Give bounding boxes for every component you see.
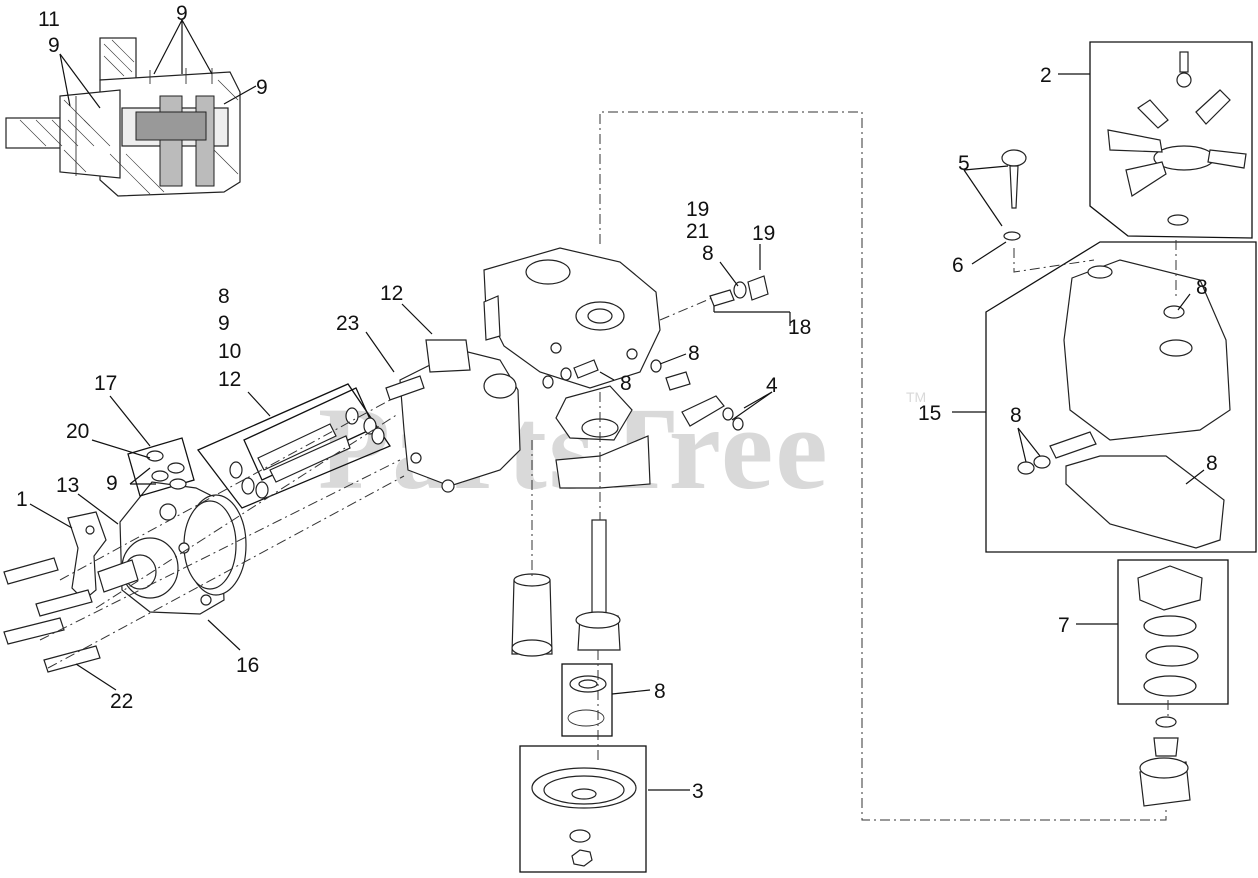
callout-20: 20 — [66, 420, 89, 443]
cross-section-view — [5, 37, 241, 197]
callout-8-upper: 8 — [702, 242, 714, 265]
callout-6: 6 — [952, 254, 964, 277]
callout-4: 4 — [766, 374, 778, 397]
callout-22: 22 — [110, 690, 133, 713]
vertical-shaft — [511, 519, 621, 657]
callout-9-cap: 9 — [256, 76, 268, 99]
leader-lines — [29, 73, 1205, 791]
fan-box — [1089, 41, 1253, 239]
bypass-valve-parts — [542, 275, 769, 431]
callout-19-right: 19 — [752, 222, 775, 245]
callout-23: 23 — [336, 312, 359, 335]
callout-3: 3 — [692, 780, 704, 803]
callout-8-stack: 8 — [218, 285, 230, 308]
callout-9-top-right: 9 — [176, 2, 188, 25]
cross-section-leaders — [59, 19, 257, 109]
callout-16: 16 — [236, 654, 259, 677]
thrust-bearing-box — [1117, 559, 1229, 705]
watermark-trademark: TM — [906, 389, 926, 405]
callout-13: 13 — [56, 474, 79, 497]
callout-labels: 11 9 9 9 8 9 10 12 17 20 9 1 13 16 22 23… — [16, 2, 1218, 803]
callout-7: 7 — [1058, 614, 1070, 637]
callout-8-bearing: 8 — [654, 680, 666, 703]
callout-1: 1 — [16, 488, 28, 511]
alignment-lines — [39, 111, 1177, 821]
motor-cylinder-block — [1139, 716, 1191, 807]
center-block — [385, 339, 521, 493]
main-housing — [483, 247, 661, 489]
pulley-box — [519, 745, 647, 873]
reservoir-box — [985, 241, 1257, 553]
o-ring-kit — [196, 383, 391, 509]
callout-8-seals: 8 — [1010, 404, 1022, 427]
callout-18: 18 — [788, 316, 811, 339]
callout-2: 2 — [1040, 64, 1052, 87]
callout-8-fanhub: 8 — [1196, 276, 1208, 299]
callout-5: 5 — [958, 152, 970, 175]
callout-21: 21 — [686, 220, 709, 243]
bearing-kit-box — [561, 663, 613, 737]
callout-15: 15 — [918, 402, 941, 425]
callout-8-gasket: 8 — [1206, 452, 1218, 475]
callout-9-left: 9 — [106, 472, 118, 495]
callout-11: 11 — [38, 8, 60, 31]
callout-9-top-left: 9 — [48, 34, 60, 57]
callout-12-stack: 12 — [218, 368, 241, 391]
callout-8-cover: 8 — [620, 372, 632, 395]
dipstick — [1001, 149, 1027, 241]
callout-12-top: 12 — [380, 282, 403, 305]
callout-17: 17 — [94, 372, 117, 395]
callout-10-stack: 10 — [218, 340, 241, 363]
callout-19-stack: 19 — [686, 198, 709, 221]
pump-assembly — [3, 481, 247, 673]
seal-kit-17 — [127, 437, 195, 497]
callout-9-stack: 9 — [218, 312, 230, 335]
callout-8-right: 8 — [688, 342, 700, 365]
